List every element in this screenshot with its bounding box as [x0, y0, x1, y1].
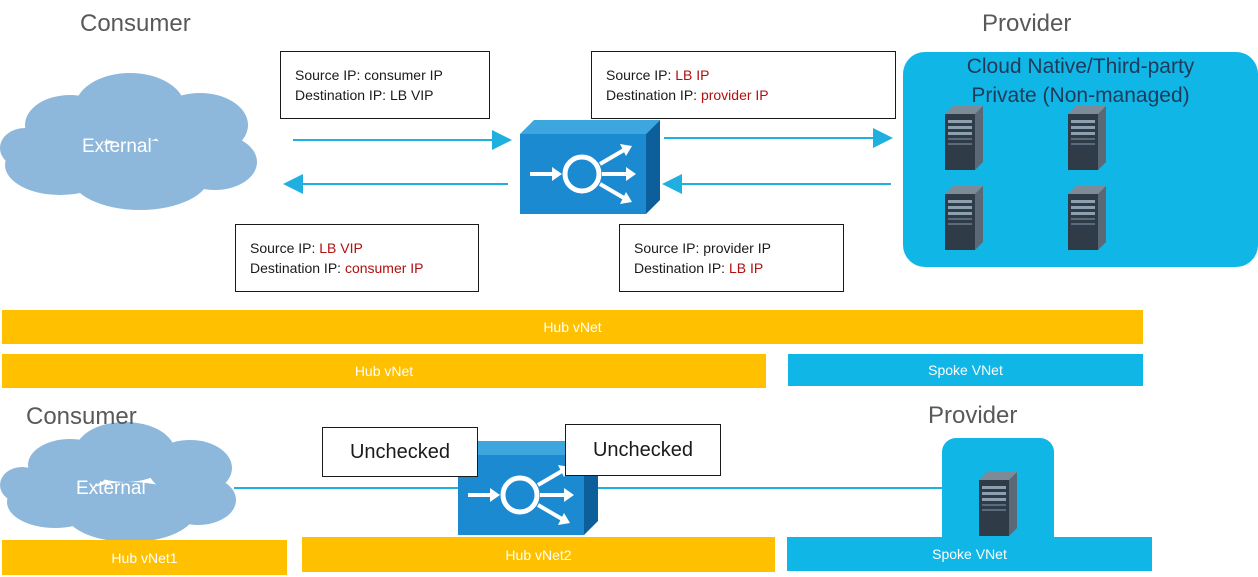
load-balancer-icon [520, 120, 660, 214]
destination-ip-value: consumer IP [344, 260, 424, 276]
provider-heading-bottom: Provider [928, 402, 1018, 429]
source-ip-label: Source IP: [634, 240, 704, 256]
source-ip-value: LB IP [675, 67, 710, 83]
source-ip-label: Source IP: [606, 67, 676, 83]
destination-ip-label: Destination IP: [634, 260, 729, 276]
external-label-bottom: External [76, 478, 146, 499]
source-ip-label: Source IP: [295, 67, 365, 83]
flow-box-lb-to-provider: Source IP: LB IP Destination IP: provide… [591, 51, 896, 119]
destination-ip-value: LB VIP [389, 87, 434, 103]
server-icon [979, 472, 1017, 536]
hub-vnet-bar-left: Hub vNet [2, 354, 766, 388]
flow-box-provider-to-lb: Source IP: provider IP Destination IP: L… [619, 224, 844, 292]
server-icon [945, 186, 983, 250]
provider-group-line1: Cloud Native/Third-party [966, 55, 1195, 78]
spoke-vnet-bar-bottom: Spoke VNet [787, 537, 1152, 571]
destination-ip-label: Destination IP: [250, 260, 345, 276]
source-ip-value: provider IP [703, 240, 771, 256]
provider-heading-top: Provider [982, 10, 1072, 37]
consumer-heading-bottom: Consumer [26, 403, 137, 430]
destination-ip-value: provider IP [700, 87, 769, 103]
source-ip-value: LB VIP [319, 240, 363, 256]
flow-box-lb-to-consumer: Source IP: LB VIP Destination IP: consum… [235, 224, 479, 292]
unchecked-box-right: Unchecked [565, 424, 721, 476]
hub-vnet-bar-full: Hub vNet [2, 310, 1143, 344]
server-icon [945, 106, 983, 170]
provider-group-label: Cloud Native/Third-party Private (Non-ma… [903, 52, 1258, 110]
hub-vnet2-bar: Hub vNet2 [302, 537, 775, 572]
destination-ip-value: LB IP [728, 260, 764, 276]
spoke-vnet-bar: Spoke VNet [788, 354, 1143, 386]
destination-ip-label: Destination IP: [295, 87, 390, 103]
source-ip-label: Source IP: [250, 240, 320, 256]
provider-group-line2: Private (Non-managed) [971, 84, 1190, 107]
external-cloud-top [0, 73, 257, 210]
external-cloud-bottom [0, 422, 236, 542]
server-icon [1068, 186, 1106, 250]
external-label-top: External [82, 136, 152, 157]
hub-vnet1-bar: Hub vNet1 [2, 540, 287, 575]
consumer-heading-top: Consumer [80, 10, 191, 37]
destination-ip-label: Destination IP: [606, 87, 701, 103]
server-icon [1068, 106, 1106, 170]
unchecked-box-left: Unchecked [322, 427, 478, 477]
source-ip-value: consumer IP [364, 67, 443, 83]
flow-box-consumer-to-lb: Source IP: consumer IP Destination IP: L… [280, 51, 490, 119]
